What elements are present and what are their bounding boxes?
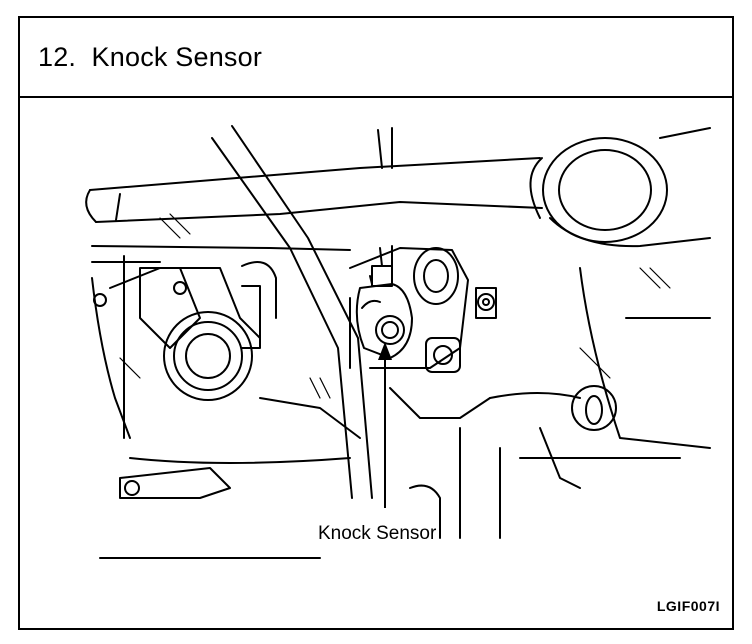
sensor-boss [349,247,469,369]
engine-block-left [91,245,351,559]
bore-seal [163,261,277,401]
lower-structure [259,385,681,539]
section-number: 12. [38,42,77,72]
right-housing [529,127,711,449]
diagonal-tube [211,125,373,499]
figure-code: LGIF007I [656,598,720,614]
knock-sensor-label: Knock Sensor [318,523,437,544]
hatch-lines [119,213,671,399]
stud-bolt [425,287,497,373]
callout-leader [378,342,392,508]
section-title-text: Knock Sensor [91,42,263,72]
section-title: 12. Knock Sensor [38,42,262,73]
figure-frame: 12. Knock Sensor [18,16,734,630]
upper-pipe [85,157,543,223]
knock-sensor [355,127,413,359]
section-header: 12. Knock Sensor [20,18,732,98]
engine-diagram [85,125,711,559]
